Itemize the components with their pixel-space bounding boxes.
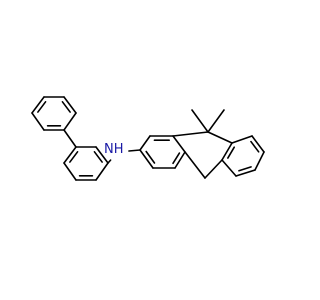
- bond-b5-n: [107, 159, 112, 164]
- bond-a5-a6: [63, 96, 77, 114]
- bond-f2-f3: [172, 135, 186, 153]
- bond-g2-g3: [251, 135, 265, 153]
- bond-g1-g2: [231, 135, 253, 144]
- bond-c9-g1: [207, 131, 233, 144]
- nh-atom-label: NH: [104, 142, 124, 157]
- bonds-layer: [31, 96, 265, 181]
- molecule-structure: NH: [31, 96, 265, 181]
- double-bond-b5-b6: [93, 151, 103, 163]
- bond-c9-m1: [191, 109, 209, 133]
- bond-n-c2: [128, 149, 141, 152]
- bond-c9-m2: [207, 109, 225, 133]
- bond-f3-f4: [174, 151, 186, 169]
- bond-g6-c4a: [204, 159, 223, 179]
- double-bond-b1-b2: [69, 151, 79, 163]
- bond-b2-b3: [63, 162, 77, 181]
- bond-g1-g6: [221, 142, 233, 161]
- double-bond-f3-f4: [172, 152, 181, 165]
- bond-b4-b5: [95, 162, 109, 181]
- double-bond-a5-a6: [61, 101, 71, 113]
- bond-a4-a5: [63, 112, 77, 131]
- bond-g4-g5: [235, 169, 256, 177]
- bond-b5-b6: [95, 146, 109, 164]
- double-bond-g2-g3: [250, 140, 260, 153]
- bond-f2-c9: [172, 131, 209, 137]
- bond-b1-b2: [63, 146, 77, 164]
- double-bond-g4-g5: [238, 166, 252, 172]
- bond-a1-a2: [31, 96, 45, 114]
- bond-c4a-f3: [184, 151, 206, 179]
- bond-g5-g6: [221, 159, 237, 177]
- bond-a4-b1: [63, 129, 77, 148]
- bond-g3-g4: [254, 151, 265, 171]
- bond-a2-a3: [31, 112, 45, 131]
- double-bond-a1-a2: [37, 101, 47, 113]
- bond-c2-f1: [139, 135, 151, 151]
- double-bond-f5-c2: [145, 150, 156, 164]
- double-bond-g1-g6: [227, 146, 236, 159]
- bond-f5-c2: [139, 149, 154, 169]
- molecule-canvas: NH: [31, 96, 265, 181]
